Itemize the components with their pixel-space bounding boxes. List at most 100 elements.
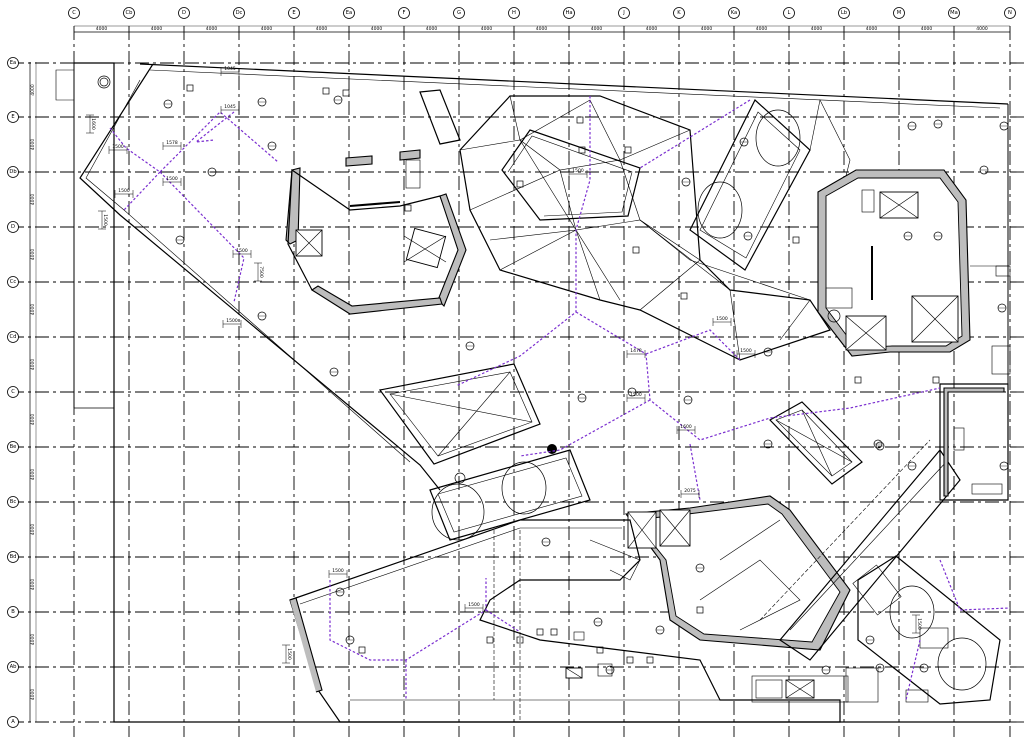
grid-bubble-row: Ea [7,57,19,69]
grid-bubble-label: Cb [126,10,134,16]
dimension-callout-label: 1600 [90,118,96,130]
dimension-callout: 1500 [282,644,292,664]
dimension-callout-label: 1500 [916,618,922,630]
floor-box [626,656,634,664]
floor-box [854,376,862,384]
left-dimension-label: 4000 [30,414,36,426]
dimension-callout: 2075 [680,488,700,498]
diagonal-bridge [429,444,591,541]
grid-bubble-label: Ea [10,60,16,66]
grid-bubble-row: Db [7,166,19,178]
dimension-callout: 1578 [162,140,182,150]
grid-bubble-label: D [182,10,186,16]
dimension-callout: 1500 [108,144,128,154]
floor-box [632,246,640,254]
grid-bubble-row: C [7,386,19,398]
grid-bubble-label: Ab [10,664,18,670]
dimension-callout-label: 1045 [224,104,236,110]
dimension-callout-label: 1500 [226,318,238,324]
top-dimension-label: 4000 [536,26,548,32]
grid-bubble-label: Bd [10,554,17,560]
floor-box [358,646,366,654]
floor-box [322,87,330,95]
grid-bubble-label: G [457,10,461,16]
dimension-callout: 1500 [736,348,756,358]
dimension-callout-label: 1500 [112,144,124,150]
dimension-callout: 1500 [162,176,182,186]
grid-bubble-column: E [288,7,300,19]
grid-bubble-row: E [7,111,19,123]
dimension-callouts: 1045 1045 1500 1578 1500 1500 1600 1500 1500 7500… [86,66,922,664]
floor-box [932,376,940,384]
grid-bubble-label: Ha [565,10,572,16]
grid-bubble-label: N [1008,10,1012,16]
grid-bubble-label: K [677,10,681,16]
central-roof-structure [419,89,851,361]
grid-bubble-label: Lb [841,10,848,16]
grid-bubble-column: Ka [728,7,740,19]
grid-bubble-row: Ab [7,661,19,673]
grid-bubble-column: D [178,7,190,19]
vertical-grid-lines [73,26,1011,737]
top-dimension-label: 4000 [316,26,328,32]
dimension-callout: 1045 [220,104,240,114]
right-edge-details [970,265,1011,375]
dimension-callout-label: 1478 [630,348,642,354]
left-dimension-label: 4000 [30,304,36,316]
floor-box [550,628,558,636]
grid-bubble-column: G [453,7,465,19]
top-dimension-label: 4000 [151,26,163,32]
floor-box [516,180,524,188]
left-dimension-label: 4000 [30,139,36,151]
grid-bubble-column: Lb [838,7,850,19]
grid-bubble-label: L [788,10,791,16]
dimension-callout-label: 1600 [680,424,692,430]
grid-bubble-row: Be [7,441,19,453]
floor-box [680,292,688,300]
dimension-callout: 1500 [328,568,348,578]
dimension-callout: 1500 [222,318,242,328]
left-dimension-label: 4000 [30,359,36,371]
grid-bubble-label: Bc [10,499,17,505]
dimension-callout: 1500 [98,210,108,230]
grid-bubble-column: Dc [233,7,245,19]
grid-bubble-label: B [11,609,15,615]
grid-bubble-label: E [292,10,295,16]
floor-box [624,146,632,154]
grid-bubble-column: K [673,7,685,19]
grid-bubble-row: B [7,606,19,618]
grid-bubble-row: Bd [7,551,19,563]
floor-box [792,236,800,244]
dimension-callout-label: 1500 [166,176,178,182]
grid-bubble-label: J [622,10,625,16]
grid-bubble-label: A [11,719,15,725]
dimension-callout: 7500 [254,262,264,282]
dimension-callout: 1500 [912,614,922,634]
right-core [817,169,971,357]
dimension-callout: 1500 [464,602,484,612]
dimension-callout-label: 1045 [224,66,236,72]
floor-box [486,636,494,644]
left-dimension-label: 4000 [30,634,36,646]
upper-left-core [285,149,467,315]
grid-bubble-column: L [783,7,795,19]
dimension-callout: 1600 [86,114,96,134]
grid-bubble-column: F [398,7,410,19]
floor-box [578,146,586,154]
dimension-callout-label: 1500 [286,648,292,660]
dimension-callout-label: 2075 [684,488,696,494]
dimension-callout-label: 1500 [740,348,752,354]
grid-bubble-label: Be [10,444,17,450]
dimension-callout: 1500 [626,392,646,402]
dimension-callout-label: 1500 [118,188,130,194]
left-dimension-label: 4000 [30,689,36,701]
grid-bubble-label: E [11,114,14,120]
grid-bubble-label: D [11,224,15,230]
lower-right-core [624,383,1009,705]
grid-bubble-label: C [72,10,76,16]
left-dimension-label: 4000 [30,469,36,481]
dimension-callout: 1500 [114,188,134,198]
grid-bubble-column: N [1004,7,1016,19]
